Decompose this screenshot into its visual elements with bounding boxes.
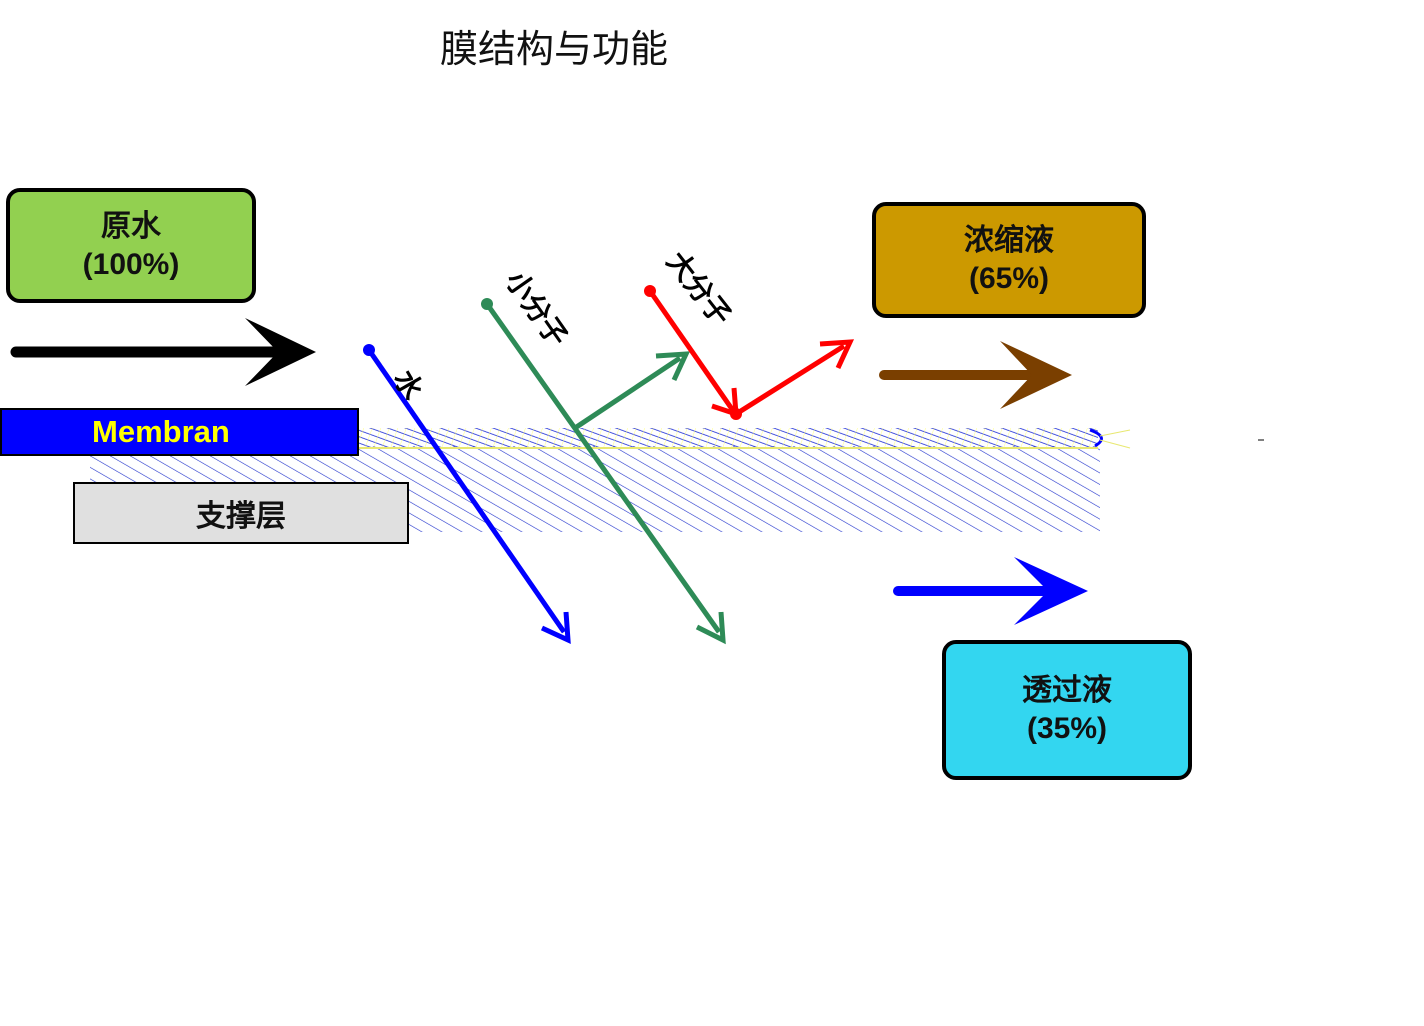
concentrate-percent: (65%) bbox=[968, 262, 1050, 295]
raw-water-percent: (100%) bbox=[82, 247, 180, 281]
concentrate-box: 浓缩液 (65%) bbox=[872, 202, 1146, 318]
large-molecule-path-arrow bbox=[644, 285, 855, 420]
raw-water-label: 原水 bbox=[101, 209, 161, 243]
page-title: 膜结构与功能 bbox=[440, 27, 669, 71]
membrane-end-cap bbox=[1089, 428, 1103, 448]
membrane-end-tick bbox=[1099, 439, 1131, 449]
permeate-percent: (35%) bbox=[1026, 712, 1108, 745]
membrane-end-tick bbox=[1099, 429, 1131, 437]
permeate-label: 透过液 bbox=[1022, 674, 1112, 707]
raw-water-box: 原水 (100%) bbox=[6, 188, 256, 303]
permeate-box: 透过液 (35%) bbox=[942, 640, 1192, 780]
feed-arrow bbox=[10, 318, 316, 386]
water-path-arrow bbox=[363, 344, 571, 645]
support-layer-label: 支撑层 bbox=[73, 482, 409, 544]
membrane-layer-overlay bbox=[358, 428, 1098, 448]
concentrate-label: 浓缩液 bbox=[964, 224, 1054, 257]
concentrate-arrow bbox=[879, 341, 1072, 409]
small-molecule-path-arrow bbox=[481, 298, 726, 645]
membrane-label: Membran bbox=[0, 408, 359, 456]
permeate-arrow bbox=[893, 557, 1088, 625]
